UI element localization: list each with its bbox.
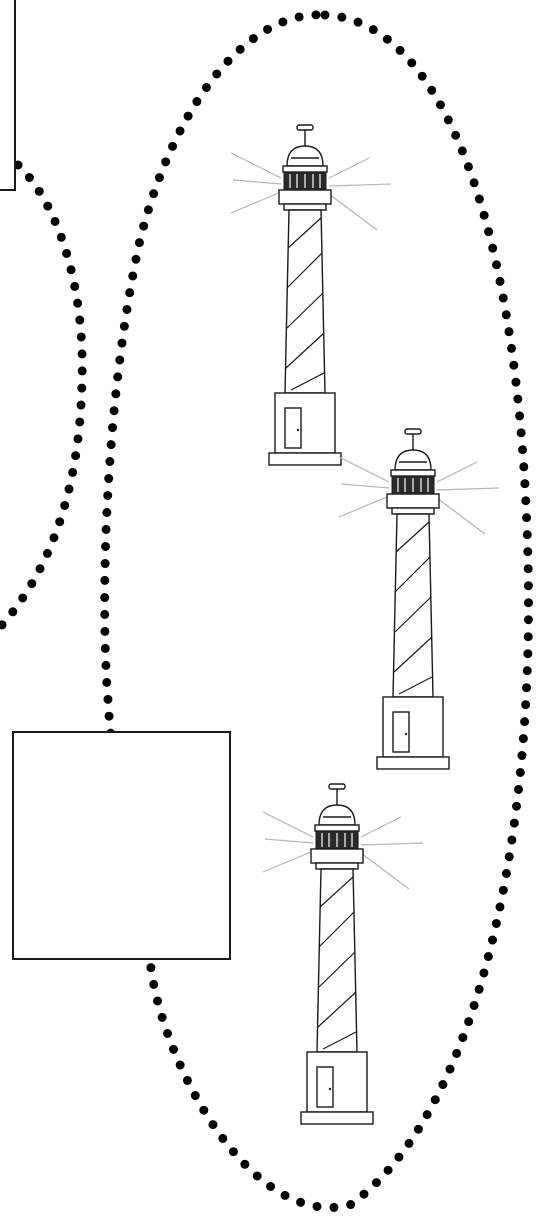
- left-dotted-curve: [0, 160, 87, 630]
- lighthouse-icon: [230, 124, 392, 466]
- lighthouse-icon: [338, 428, 500, 770]
- lighthouse-icon: [262, 783, 424, 1125]
- bottom-left-box: [12, 731, 231, 960]
- top-left-box: [0, 0, 16, 191]
